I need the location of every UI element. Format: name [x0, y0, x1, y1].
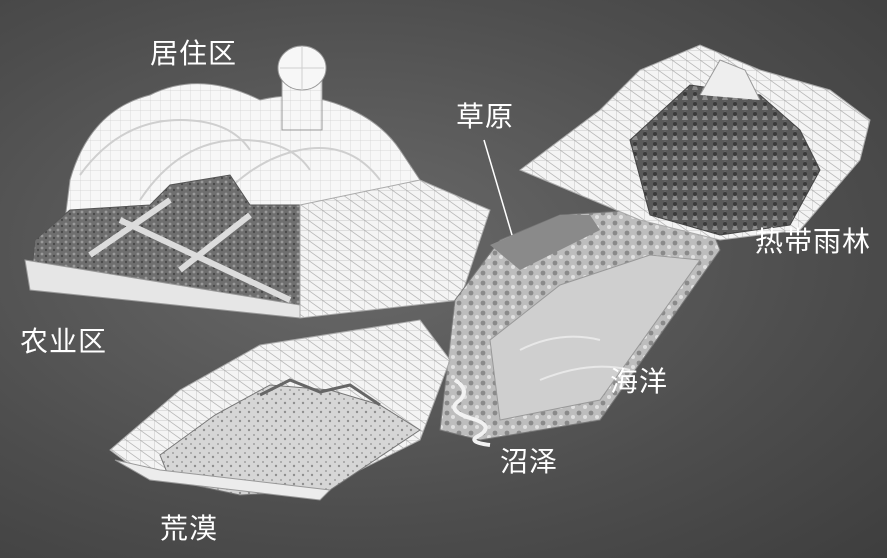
label-residential: 居住区: [150, 37, 238, 70]
desert-block: [109, 319, 451, 501]
label-rainforest: 热带雨林: [755, 225, 872, 258]
agriculture-residential-block: [24, 45, 421, 319]
label-agriculture: 农业区: [20, 325, 108, 358]
desert-terrain: [159, 384, 421, 496]
grassland-leader-line: [483, 139, 513, 236]
label-marsh: 沼泽: [500, 445, 559, 478]
rainforest-block: [519, 44, 871, 241]
label-desert: 荒漠: [160, 512, 219, 545]
connector-corridor: [299, 179, 491, 319]
marsh-channel: [452, 378, 491, 447]
label-grassland: 草原: [456, 100, 515, 133]
ocean-grassland-block: [439, 199, 721, 447]
tower: [277, 45, 327, 131]
label-ocean: 海洋: [610, 365, 669, 398]
